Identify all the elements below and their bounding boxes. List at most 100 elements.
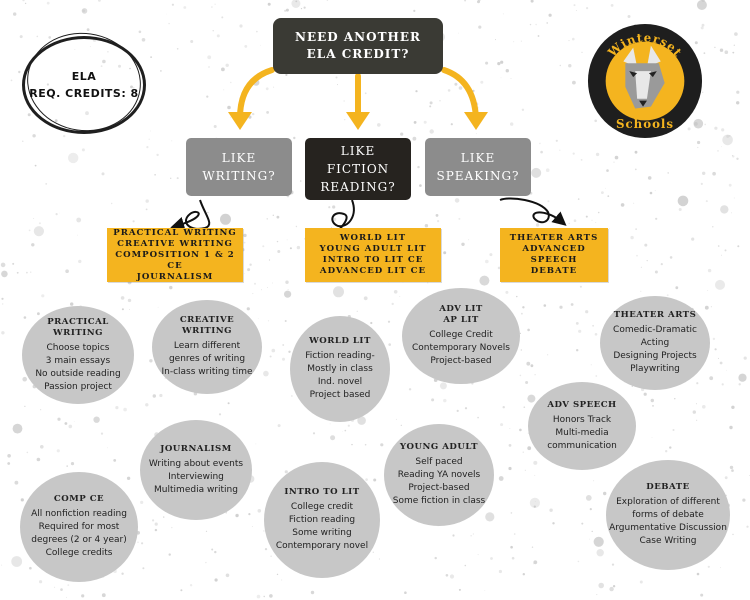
bubble-line: College Credit: [429, 330, 493, 340]
splatter-dot: [32, 134, 36, 138]
splatter-dot: [244, 45, 248, 48]
splatter-dot: [729, 425, 733, 430]
bubble-line: Playwriting: [630, 364, 680, 374]
splatter-dot: [163, 516, 165, 518]
splatter-dot: [522, 306, 525, 309]
splatter-dot: [539, 142, 541, 145]
splatter-dot: [513, 41, 515, 43]
splatter-dot: [98, 0, 101, 2]
splatter-dot: [244, 273, 245, 275]
splatter-dot: [620, 203, 625, 207]
splatter-dot: [287, 289, 289, 290]
requirement-line-2: Req. credits: 8: [29, 87, 139, 100]
splatter-dot: [606, 169, 609, 172]
splatter-dot: [276, 240, 279, 243]
bubble-line: Required for most: [38, 522, 120, 532]
splatter-dot: [328, 206, 331, 209]
splatter-dot: [472, 533, 474, 535]
splatter-dot: [76, 217, 82, 223]
splatter-dot: [68, 152, 79, 164]
splatter-dot: [552, 522, 555, 525]
splatter-dot: [694, 41, 698, 45]
splatter-dot: [101, 172, 105, 176]
splatter-dot: [254, 282, 256, 285]
splatter-dot: [262, 245, 265, 248]
splatter-dot: [543, 304, 547, 307]
splatter-dot: [207, 55, 212, 60]
splatter-dot: [647, 176, 652, 180]
splatter-dot: [452, 534, 455, 537]
splatter-dot: [400, 132, 404, 136]
splatter-dot: [12, 423, 23, 434]
bubble-line: Some writing: [292, 528, 352, 538]
splatter-dot: [533, 563, 535, 565]
splatter-dot: [57, 417, 61, 421]
splatter-dot: [81, 594, 85, 598]
splatter-dot: [214, 550, 217, 554]
splatter-dot: [225, 63, 229, 67]
splatter-dot: [497, 266, 501, 270]
splatter-dot: [408, 388, 412, 391]
splatter-dot: [724, 50, 729, 54]
splatter-dot: [700, 593, 704, 597]
splatter-dot: [651, 437, 653, 438]
splatter-dot: [704, 123, 706, 126]
splatter-dot: [509, 428, 511, 429]
splatter-dot: [67, 584, 70, 586]
splatter-dot: [461, 242, 465, 246]
splatter-dot: [429, 105, 432, 108]
splatter-dot: [208, 66, 210, 68]
splatter-dot: [357, 416, 366, 425]
splatter-dot: [720, 567, 721, 569]
bubble-young-adult: Young Adult Self paced Reading YA novels…: [384, 424, 494, 526]
question-fiction-line-3: reading?: [320, 180, 396, 194]
splatter-dot: [575, 10, 577, 11]
bubble-line: Acting: [640, 338, 670, 348]
splatter-dot: [667, 172, 669, 174]
splatter-dot: [443, 398, 447, 403]
splatter-dot: [423, 120, 427, 124]
splatter-dot: [687, 127, 691, 131]
splatter-dot: [344, 429, 347, 432]
splatter-dot: [235, 514, 239, 518]
splatter-dot: [728, 183, 732, 187]
splatter-dot: [239, 24, 243, 28]
splatter-dot: [221, 67, 225, 72]
splatter-dot: [720, 205, 729, 214]
splatter-dot: [696, 572, 700, 576]
splatter-dot: [643, 392, 647, 396]
splatter-dot: [633, 202, 635, 204]
splatter-dot: [111, 202, 113, 205]
splatter-dot: [529, 23, 532, 26]
splatter-dot: [696, 382, 699, 385]
splatter-dot: [591, 530, 593, 533]
question-writing: Like writing?: [186, 138, 292, 196]
title-box: Need another ELA credit?: [273, 18, 443, 74]
splatter-dot: [251, 526, 253, 527]
splatter-dot: [37, 312, 40, 316]
splatter-dot: [246, 307, 250, 311]
splatter-dot: [468, 239, 470, 241]
splatter-dot: [475, 102, 479, 106]
splatter-dot: [649, 191, 653, 195]
splatter-dot: [498, 569, 502, 574]
splatter-dot: [549, 508, 553, 512]
splatter-dot: [370, 321, 373, 325]
splatter-dot: [516, 295, 518, 298]
splatter-dot: [356, 310, 358, 312]
course-line: Journalism: [136, 271, 214, 282]
splatter-dot: [704, 305, 709, 310]
splatter-dot: [140, 500, 144, 504]
splatter-dot: [54, 586, 56, 588]
splatter-dot: [33, 226, 45, 237]
splatter-dot: [495, 39, 496, 41]
splatter-dot: [73, 421, 75, 422]
splatter-dot: [26, 451, 29, 454]
splatter-dot: [19, 35, 23, 39]
splatter-dot: [644, 243, 648, 247]
splatter-dot: [736, 157, 739, 160]
bubble-line: Reading YA novels: [397, 470, 481, 480]
splatter-dot: [255, 443, 257, 445]
bubble-line: Writing about events: [148, 458, 244, 469]
splatter-dot: [212, 30, 214, 32]
